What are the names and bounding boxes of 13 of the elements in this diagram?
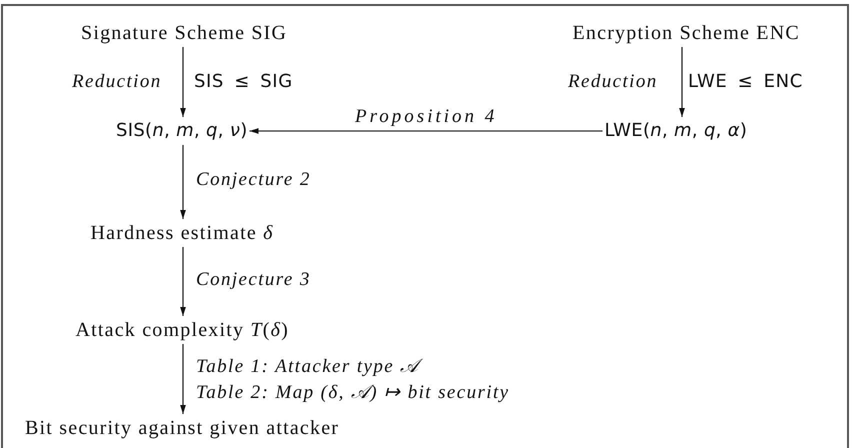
scheme-label: Signature Scheme SIG bbox=[81, 21, 288, 45]
problem-label: SIS(n, m, q, ν) bbox=[116, 119, 248, 143]
step-label: Attack complexity T(δ) bbox=[76, 318, 289, 342]
arrow bbox=[250, 128, 602, 134]
step-label: Bit security against given attacker bbox=[25, 416, 340, 440]
arrow bbox=[180, 247, 186, 316]
arrow bbox=[180, 344, 186, 414]
scheme-label: Encryption Scheme ENC bbox=[572, 21, 800, 45]
step-label: Hardness estimate δ bbox=[90, 221, 274, 245]
problem-label: LWE(n, m, q, α) bbox=[604, 119, 748, 143]
arrow bbox=[180, 145, 186, 219]
arrow bbox=[180, 47, 186, 117]
arrow bbox=[679, 47, 685, 117]
